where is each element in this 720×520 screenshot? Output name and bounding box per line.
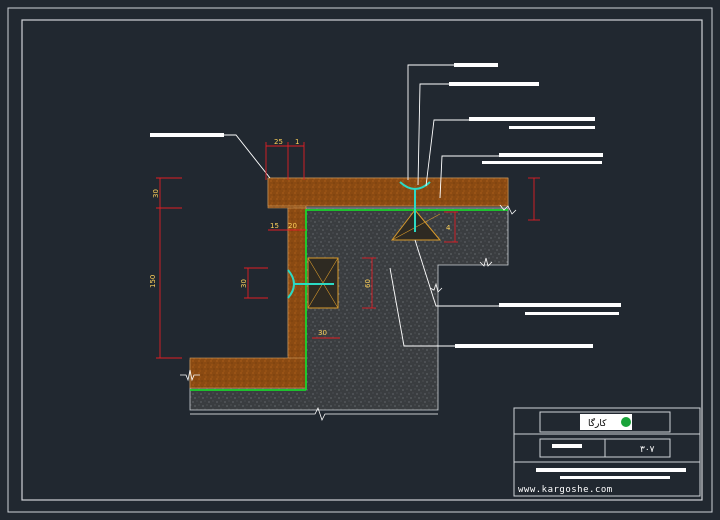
membrane-line bbox=[190, 209, 508, 391]
logo-icon bbox=[621, 417, 631, 427]
leader-lines bbox=[150, 64, 500, 347]
title-bar bbox=[552, 444, 582, 448]
dim-bottom: 30 bbox=[318, 329, 327, 337]
dim-left-upper: 30 bbox=[152, 189, 160, 198]
dim-right-small: 4 bbox=[446, 224, 451, 232]
dim-step-right: 20 bbox=[288, 222, 297, 230]
title-block bbox=[513, 407, 701, 497]
anchor-icon bbox=[287, 181, 431, 299]
dim-anchor-mid: 30 bbox=[240, 279, 248, 288]
label-bars bbox=[150, 63, 621, 348]
website-text: www.kargoshe.com bbox=[518, 485, 613, 495]
logo-box bbox=[580, 414, 632, 430]
dim-top-right: 1 bbox=[295, 138, 299, 146]
dim-step-left: 15 bbox=[270, 222, 279, 230]
sheet-number: ۳۰۷ bbox=[640, 445, 655, 455]
drawing-frame bbox=[7, 7, 713, 513]
break-marks bbox=[180, 204, 517, 422]
title-desc-bar-2 bbox=[560, 476, 670, 479]
dim-anchor-height: 60 bbox=[364, 279, 372, 288]
dimension-lines bbox=[156, 142, 540, 359]
dim-top-left: 25 bbox=[274, 138, 283, 146]
title-desc-bar bbox=[536, 468, 686, 472]
logo-text: کارگا bbox=[588, 417, 607, 429]
dim-left-total: 150 bbox=[149, 275, 157, 288]
